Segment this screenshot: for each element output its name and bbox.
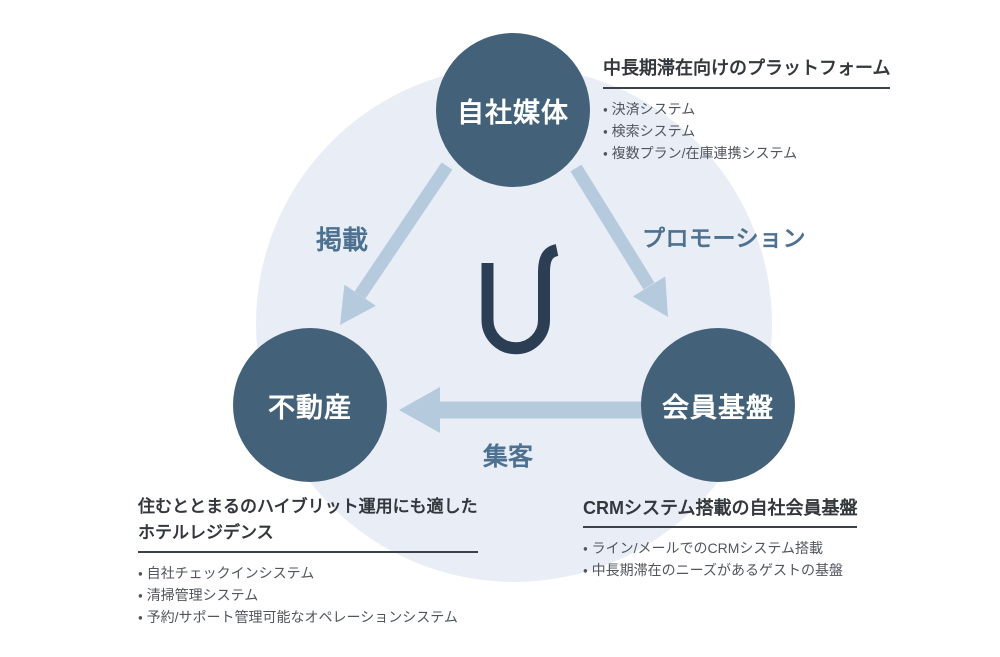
arrowhead-left-icon [399,387,440,433]
annotation-platform-list: ・ 決済システム ・ 検索システム ・ 複数プラン/在庫連携システム [603,98,890,164]
annotation-crm-title: CRMシステム搭載の自社会員基盤 [583,496,858,528]
arrow-members-to-realestate [399,387,646,433]
edge-label-shukyaku: 集客 [483,443,534,471]
list-item: ・ 中長期滞在のニーズがあるゲストの基盤 [583,562,843,578]
list-item: ・ 複数プラン/在庫連携システム [603,145,798,161]
node-realestate-circle: 不動産 [233,328,387,482]
list-item: ・ ライン/メールでのCRMシステム搭載 [583,540,824,556]
u-logo-icon [481,244,559,355]
node-realestate-label: 不動産 [268,392,352,423]
list-item: ・ 決済システム [603,101,696,117]
annotation-residence-list: ・ 自社チェックインシステム ・ 清掃管理システム ・ 予約/サポート管理可能な… [138,562,478,628]
node-media-label: 自社媒体 [457,97,569,128]
node-members-label: 会員基盤 [662,392,774,423]
annotation-crm-list: ・ ライン/メールでのCRMシステム搭載 ・ 中長期滞在のニーズがあるゲストの基… [583,537,857,581]
edge-label-promotion: プロモーション [642,225,807,251]
annotation-residence: 住むととまるのハイブリット運用にも適したホテルレジデンス ・ 自社チェックインシ… [138,494,478,628]
annotation-residence-title-line2: ホテルレジデンス [138,523,274,542]
annotation-platform-title: 中長期滞在向けのプラットフォーム [603,56,891,89]
arrow-media-to-members [570,164,668,317]
edge-label-keisai: 掲載 [316,225,369,255]
annotation-residence-title-line1: 住むととまるのハイブリット運用にも適した [138,497,478,516]
arrowhead-down-right-icon [632,276,668,317]
annotation-platform: 中長期滞在向けのプラットフォーム ・ 決済システム ・ 検索システム ・ 複数プ… [603,56,891,164]
node-media-circle: 自社媒体 [436,33,590,187]
arrowhead-down-left-icon [340,284,376,325]
node-members-circle: 会員基盤 [641,328,795,482]
list-item: ・ 自社チェックインシステム [138,565,315,581]
annotation-crm: CRMシステム搭載の自社会員基盤 ・ ライン/メールでのCRMシステム搭載 ・ … [583,496,858,581]
list-item: ・ 清掃管理システム [138,587,259,603]
list-item: ・ 検索システム [603,123,696,139]
annotation-residence-title: 住むととまるのハイブリット運用にも適したホテルレジデンス [138,494,478,553]
list-item: ・ 予約/サポート管理可能なオペレーションシステム [138,609,458,625]
arrow-media-to-realestate [340,162,453,325]
background-halo-circle [256,66,772,582]
